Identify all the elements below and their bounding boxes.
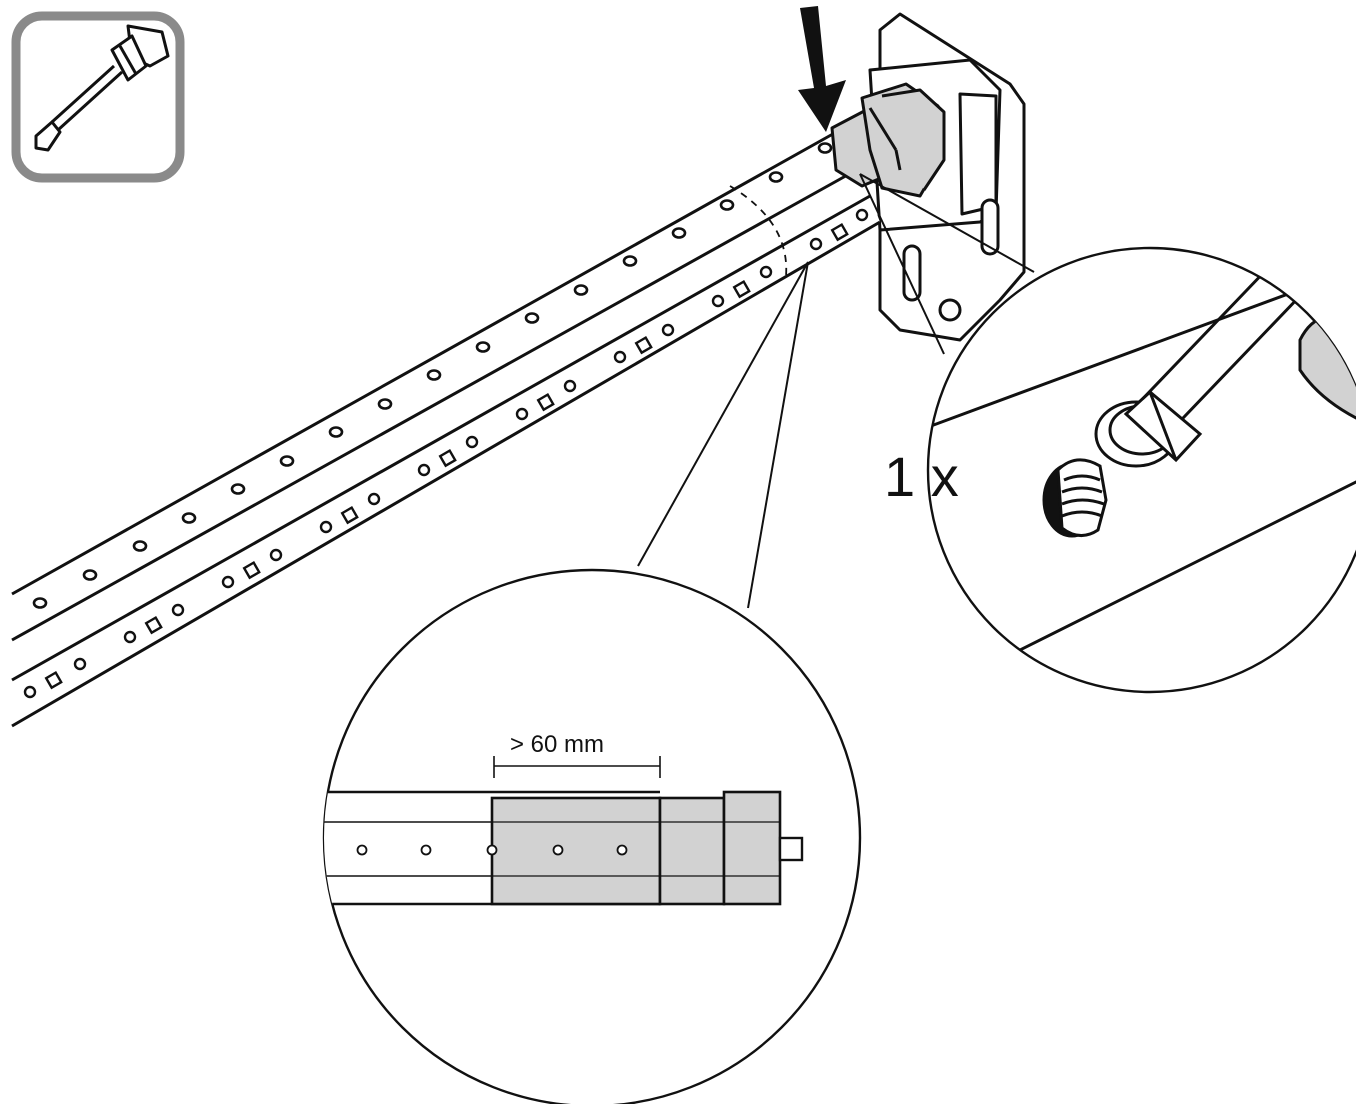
callout-connectors bbox=[637, 173, 1035, 609]
quantity-label: 1 x bbox=[884, 445, 959, 508]
rail-nut bbox=[722, 790, 782, 906]
lower-rail-holes bbox=[23, 208, 869, 699]
upper-rail bbox=[11, 128, 861, 642]
tool-icon-frame bbox=[11, 11, 185, 183]
dimension-label: > 60 mm bbox=[510, 731, 604, 758]
rail-adapter bbox=[658, 796, 726, 906]
overlap-zone-marker bbox=[729, 185, 788, 277]
upper-rail-holes bbox=[32, 142, 833, 609]
overlap-sleeve bbox=[490, 796, 662, 906]
overlap-dimension bbox=[493, 756, 661, 778]
tube-holes bbox=[356, 844, 628, 856]
screwdriver-icon bbox=[34, 24, 170, 152]
rail-end-cap bbox=[830, 82, 946, 198]
screw-icon bbox=[1042, 390, 1203, 538]
down-arrow-icon bbox=[798, 6, 846, 132]
overlap-detail-view: > 60 mm bbox=[322, 568, 862, 1104]
lower-rail bbox=[11, 194, 881, 728]
